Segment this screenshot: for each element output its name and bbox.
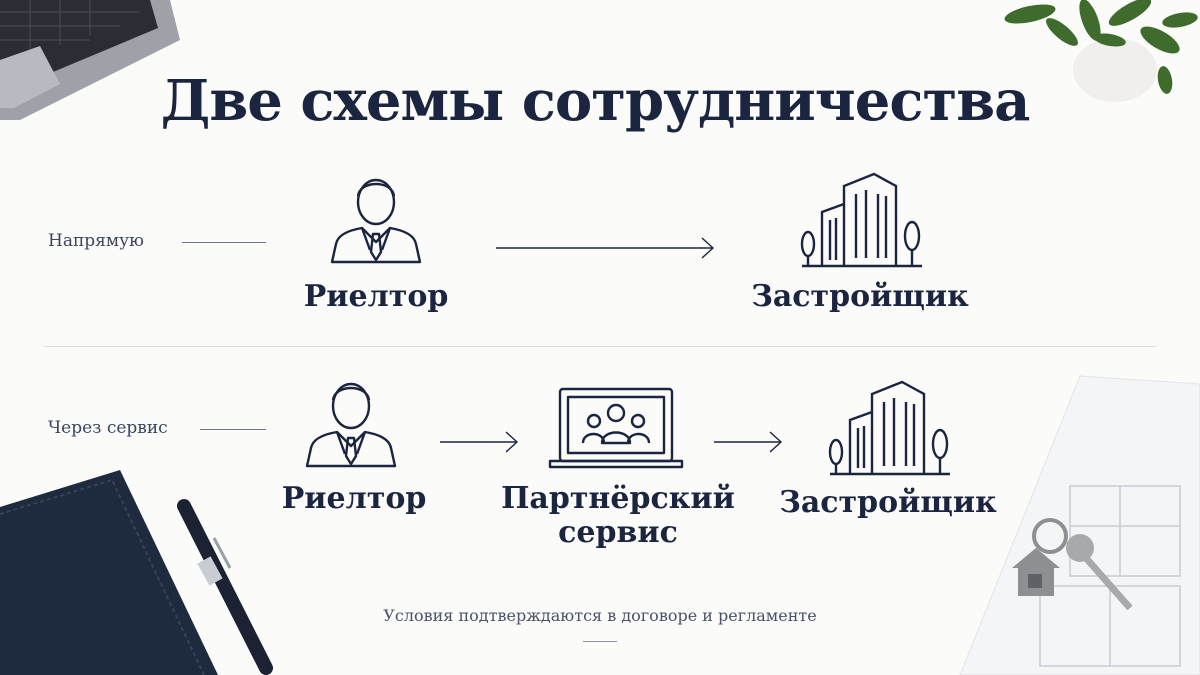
- row-label-service-rule: [200, 429, 266, 430]
- notebook-decor: [0, 470, 218, 675]
- laptop-group-icon: [548, 387, 684, 469]
- laptop-corner-decor: [0, 0, 180, 120]
- footer-rule: [583, 641, 617, 642]
- arrow-right-icon: [714, 431, 783, 453]
- blueprint-keys-decor: [959, 375, 1200, 675]
- node-label-partner-service: Партнёрский сервис: [490, 482, 746, 550]
- row-label-service: Через сервис: [48, 418, 168, 438]
- building-icon: [800, 172, 922, 268]
- node-label-developer-service: Застройщик: [779, 485, 997, 520]
- node-label-realtor-direct: Риелтор: [303, 279, 449, 314]
- plant-decor: [1004, 0, 1198, 102]
- pen-decor: [177, 499, 273, 675]
- arrow-right-icon: [440, 431, 519, 453]
- footer-note: Условия подтверждаются в договоре и регл…: [383, 606, 817, 625]
- building-icon: [828, 380, 950, 476]
- node-label-partner-line2: сервис: [558, 515, 678, 550]
- node-label-realtor-service: Риелтор: [281, 481, 427, 516]
- node-label-developer-direct: Застройщик: [751, 279, 969, 314]
- page-title: Две схемы сотрудничества: [160, 68, 1031, 134]
- row-label-direct: Напрямую: [48, 231, 144, 251]
- row-label-direct-rule: [182, 242, 266, 243]
- person-icon: [305, 382, 397, 468]
- arrow-right-icon: [496, 237, 715, 259]
- node-label-partner-line1: Партнёрский: [501, 481, 735, 516]
- section-divider: [44, 346, 1156, 347]
- person-icon: [330, 178, 422, 264]
